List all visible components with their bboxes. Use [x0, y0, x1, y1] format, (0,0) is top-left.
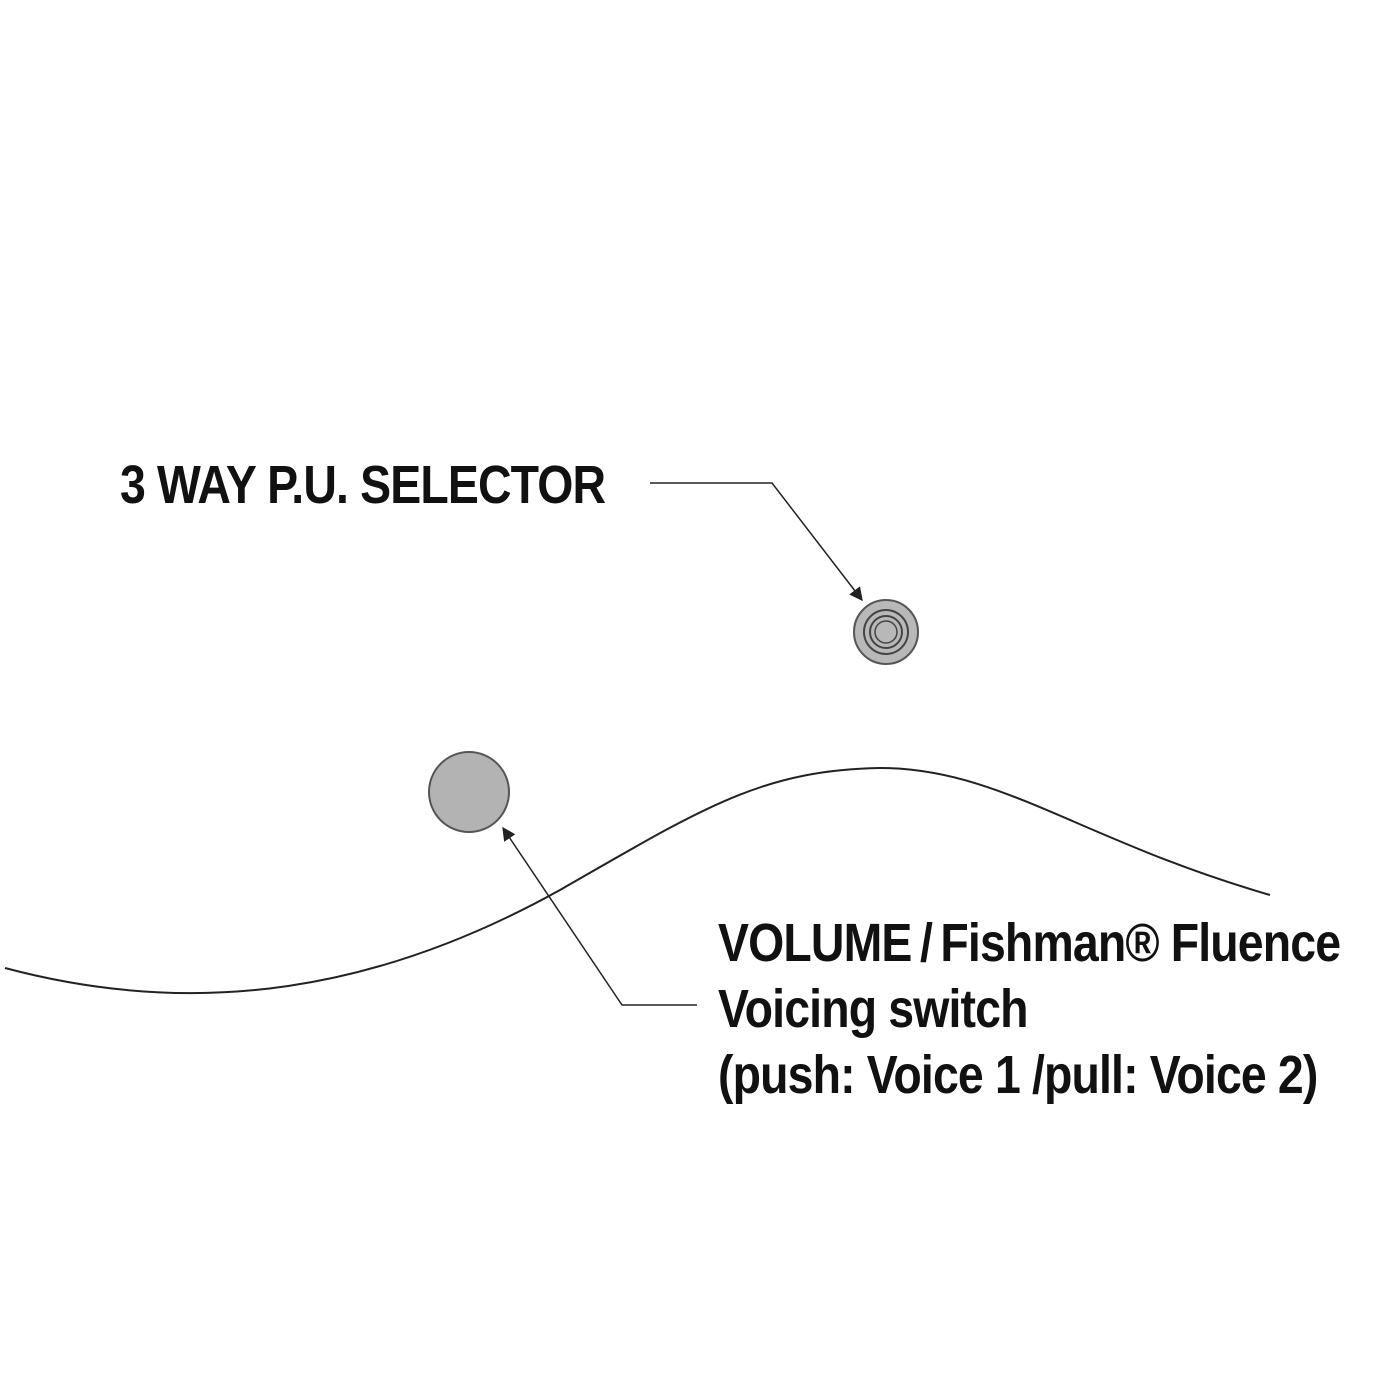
- volume-leader-line: [502, 826, 697, 1006]
- volume-label-line-3: (push: Voice 1 /pull: Voice 2): [718, 1045, 1318, 1105]
- volume-label-line-1: VOLUME / Fishman® Fluence: [718, 913, 1341, 973]
- volume-label: VOLUME / Fishman® Fluence Voicing switch…: [718, 910, 1341, 1108]
- selector-switch-icon: [853, 599, 919, 665]
- selector-leader-line: [650, 482, 863, 602]
- selector-label: 3 WAY P.U. SELECTOR: [120, 455, 606, 515]
- volume-label-line-2: Voicing switch: [718, 979, 1028, 1039]
- volume-knob-icon: [428, 751, 510, 833]
- body-contour-line: [4, 766, 1271, 995]
